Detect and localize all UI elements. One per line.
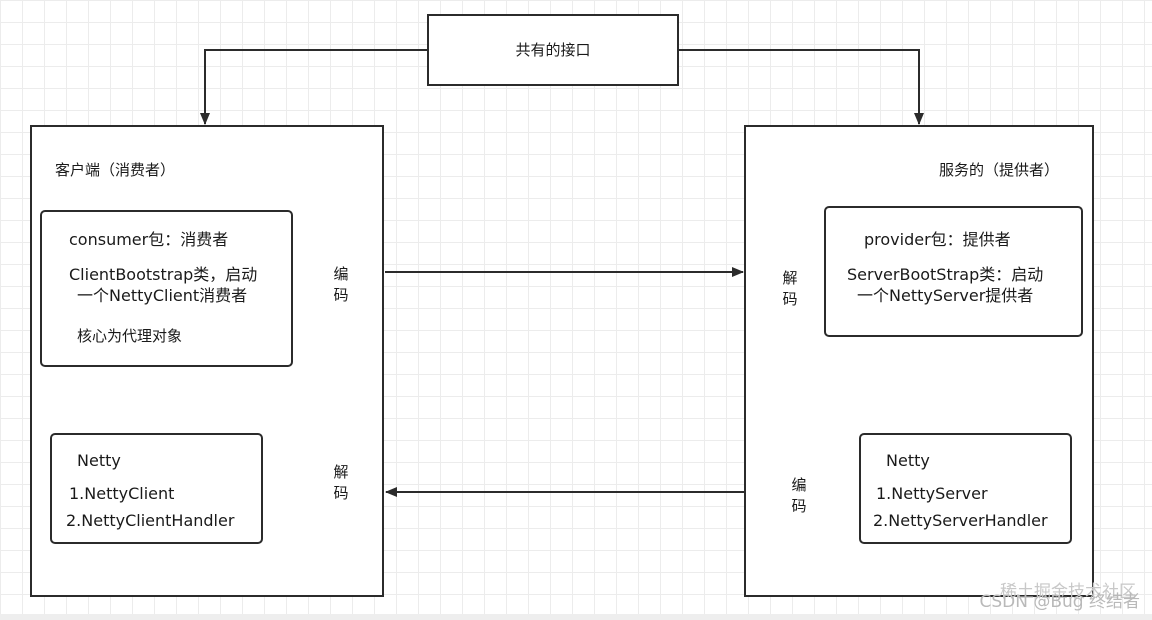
consumer-bootstrap-line1: ClientBootstrap类，启动 <box>69 265 258 284</box>
provider-netty-card: Netty 1.NettyServer 2.NettyServerHandler <box>859 433 1072 544</box>
provider-title: 服务的（提供者） <box>939 161 1060 179</box>
consumer-netty-card: Netty 1.NettyClient 2.NettyClientHandler <box>50 433 263 544</box>
consumer-decode-label: 解码 <box>333 463 349 502</box>
consumer-title: 客户端（消费者） <box>55 161 176 179</box>
provider-package-card: provider包：提供者 ServerBootStrap类：启动 一个Nett… <box>824 206 1083 337</box>
interface-to-consumer-arrow <box>200 49 428 125</box>
consumer-package-card: consumer包：消费者 ClientBootstrap类，启动 一个Nett… <box>40 210 293 367</box>
consumer-netty-item2: 2.NettyClientHandler <box>66 511 235 530</box>
consumer-bootstrap-line2: 一个NettyClient消费者 <box>77 286 248 305</box>
watermark-csdn: CSDN @Bug 终结者 <box>979 592 1140 612</box>
consumer-netty-title: Netty <box>77 451 121 470</box>
provider-decode-label: 解码 <box>782 269 798 308</box>
interface-to-provider-arrow <box>678 49 924 125</box>
consumer-netty-item1: 1.NettyClient <box>69 484 175 503</box>
provider-bootstrap-line1: ServerBootStrap类：启动 <box>847 265 1044 284</box>
provider-encode-label: 编码 <box>791 476 807 515</box>
consumer-core-line: 核心为代理对象 <box>77 327 183 345</box>
provider-netty-title: Netty <box>886 451 930 470</box>
interface-box: 共有的接口 <box>427 14 679 86</box>
interface-label: 共有的接口 <box>515 41 591 59</box>
provider-netty-item2: 2.NettyServerHandler <box>873 511 1048 530</box>
bottom-strip <box>0 614 1152 620</box>
provider-netty-item1: 1.NettyServer <box>876 484 988 503</box>
consumer-package-line: consumer包：消费者 <box>69 230 229 249</box>
watermark-juejin: 稀土掘金技术社区 <box>1000 582 1136 602</box>
provider-package-line: provider包：提供者 <box>864 230 1011 249</box>
consumer-encode-label: 编码 <box>333 265 349 304</box>
provider-bootstrap-line2: 一个NettyServer提供者 <box>857 286 1034 305</box>
